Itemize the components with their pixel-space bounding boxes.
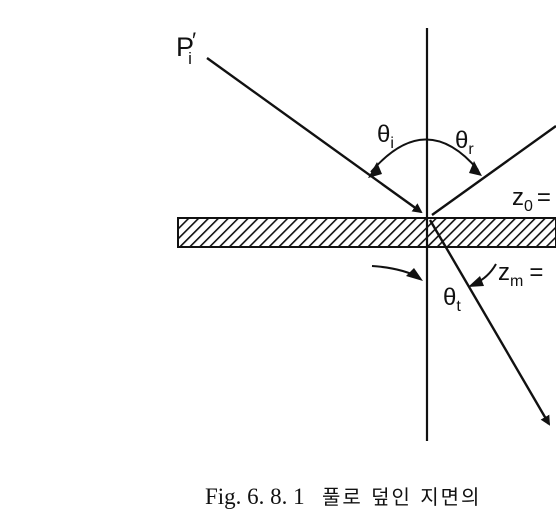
ground-hatched-surface (177, 217, 556, 248)
angle-arc-incident-reflected (370, 138, 479, 173)
arc-arrow-incident (368, 162, 382, 178)
arc-arrow-reflected (469, 161, 482, 176)
figure-number: Fig. 6. 8. 1 (205, 484, 305, 509)
figure-caption-text: 풀로 덮인 지면의 (321, 485, 482, 509)
incident-ray (206, 57, 423, 214)
label-theta-t: θt (443, 284, 461, 315)
label-theta-r: θr (455, 127, 474, 158)
transmitted-ray (428, 219, 551, 426)
label-zm: zm= (498, 259, 543, 290)
arc-arrow-transmitted-right (468, 276, 484, 287)
label-incident-point: P′i (176, 28, 196, 68)
figure-caption: Fig. 6. 8. 1 풀로 덮인 지면의 (205, 481, 481, 510)
label-z0: z0= (512, 184, 551, 215)
arc-arrow-transmitted-left (406, 268, 423, 281)
reflected-ray (431, 125, 556, 216)
label-theta-i: θi (377, 121, 394, 152)
